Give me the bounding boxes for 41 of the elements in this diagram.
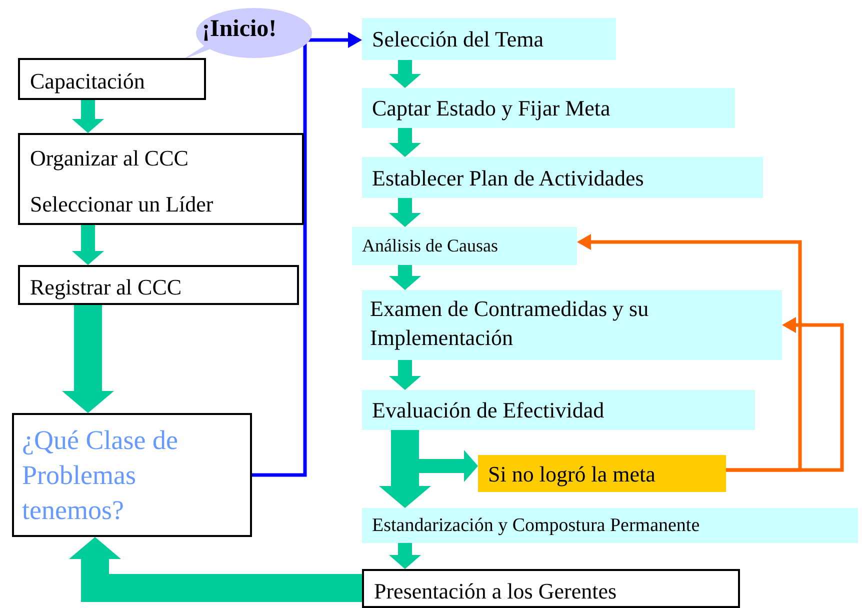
- process-box: [18, 58, 206, 100]
- arrow: [72, 225, 104, 265]
- step-label: Selección del Tema: [372, 26, 544, 52]
- step-box: [362, 290, 782, 360]
- step-label: Establecer Plan de Actividades: [372, 164, 644, 190]
- step-label: Capacitación: [30, 68, 145, 94]
- arrow: [62, 305, 114, 413]
- step-label: Evaluación de Efectividad: [372, 397, 604, 423]
- start-label: ¡Inicio!: [202, 16, 277, 44]
- step-label: Organizar al CCC: [30, 145, 188, 171]
- step-label: Presentación a los Gerentes: [374, 578, 617, 604]
- arrow: [389, 60, 421, 88]
- arrow: [389, 543, 421, 569]
- step-label: Estandarización y Compostura Permanente: [372, 514, 700, 536]
- step-box: [362, 18, 616, 60]
- step-box: [362, 88, 735, 128]
- step-label: Seleccionar un Líder: [30, 191, 214, 217]
- arrow: [389, 128, 421, 157]
- process-box: [362, 569, 740, 608]
- process-box: [18, 133, 304, 225]
- arrow: [252, 32, 362, 477]
- arrow: [72, 100, 104, 133]
- step-box: [362, 390, 755, 430]
- step-label: Análisis de Causas: [362, 236, 498, 256]
- arrow: [389, 360, 421, 390]
- step-box: [362, 157, 763, 198]
- arrow: [389, 198, 421, 227]
- step-label: Examen de Contramedidas y su Implementación: [370, 295, 650, 352]
- process-box: [18, 265, 299, 305]
- question-text: ¿Qué Clase de Problemas tenemos?: [22, 424, 179, 528]
- step-label: Registrar al CCC: [30, 274, 182, 300]
- arrow: [69, 537, 362, 602]
- arrow: [726, 317, 844, 472]
- step-box: [362, 508, 858, 543]
- question-box: [12, 413, 252, 537]
- arrow: [389, 265, 421, 290]
- arrow: [379, 430, 431, 508]
- step-box: [352, 227, 577, 265]
- step-label: Si no logró la meta: [488, 460, 656, 486]
- step-label: Captar Estado y Fijar Meta: [372, 95, 610, 121]
- condition-box: [478, 455, 726, 492]
